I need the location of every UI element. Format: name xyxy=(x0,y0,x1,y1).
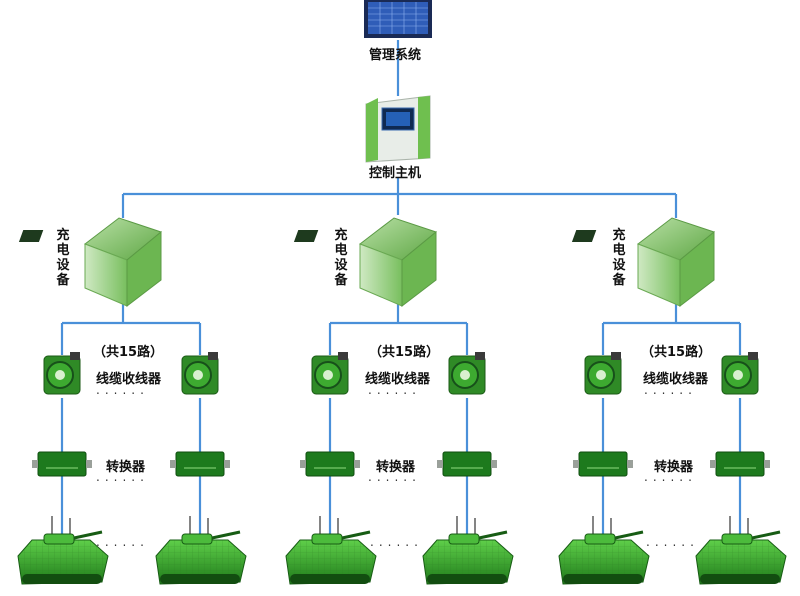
converter-icon-2-2 xyxy=(437,451,497,477)
ellipsis-converter-2: ...... xyxy=(368,470,421,484)
armored-vehicle-icon-1-1 xyxy=(17,516,109,585)
ellipsis-converter-3: ...... xyxy=(644,470,697,484)
converter-icon-3-2 xyxy=(710,451,770,477)
charging-device-icon-3 xyxy=(571,217,716,308)
cable-reel-icon-3-2 xyxy=(721,352,759,395)
branch-group-2 xyxy=(285,217,514,585)
armored-vehicle-icon-2-1 xyxy=(285,516,377,585)
ellipsis-converter-1: ...... xyxy=(96,470,149,484)
converter-icon-2-1 xyxy=(300,451,360,477)
branch-group-1 xyxy=(17,217,247,585)
converter-icon-3-1 xyxy=(573,451,633,477)
channel-count-label-1: （共15路） xyxy=(93,345,164,360)
charging-device-icon-1 xyxy=(18,217,163,308)
cable-reel-icon-1-1 xyxy=(43,352,81,395)
charging-device-icon-2 xyxy=(293,217,438,308)
cable-reel-icon-3-1 xyxy=(584,352,622,395)
armored-vehicle-icon-2-2 xyxy=(422,516,514,585)
ellipsis-vehicle-3: ...... xyxy=(646,535,699,549)
management-system-label: 管理系统 xyxy=(369,48,422,63)
groups-layer xyxy=(17,217,787,585)
ellipsis-reel-2: ...... xyxy=(368,383,421,397)
cable-reel-icon-2-2 xyxy=(448,352,486,395)
ellipsis-reel-3: ...... xyxy=(644,383,697,397)
controller-host-icon xyxy=(365,95,431,163)
ellipsis-vehicle-1: ...... xyxy=(96,535,149,549)
cable-reel-label-2: 线缆收线器 xyxy=(365,372,431,387)
channel-count-label-2: （共15路） xyxy=(369,345,440,360)
cable-reel-label-1: 线缆收线器 xyxy=(96,372,162,387)
converter-label-1: 转换器 xyxy=(106,460,146,475)
charging-device-label-1: 充电设备 xyxy=(56,228,70,288)
charging-device-label-2: 充电设备 xyxy=(334,228,348,288)
armored-vehicle-icon-3-1 xyxy=(558,516,650,585)
cable-reel-label-3: 线缆收线器 xyxy=(643,372,709,387)
armored-vehicle-icon-3-2 xyxy=(695,516,787,585)
branch-group-3 xyxy=(558,217,787,585)
cable-reel-icon-2-1 xyxy=(311,352,349,395)
management-monitor-icon xyxy=(364,0,432,38)
cable-reel-icon-1-2 xyxy=(181,352,219,395)
connection-lines xyxy=(121,40,678,218)
controller-host-label: 控制主机 xyxy=(369,166,422,181)
channel-count-label-3: （共15路） xyxy=(641,345,712,360)
converter-icon-1-1 xyxy=(32,451,92,477)
ellipsis-vehicle-2: ...... xyxy=(370,535,423,549)
charging-device-label-3: 充电设备 xyxy=(612,228,626,288)
converter-label-3: 转换器 xyxy=(654,460,694,475)
ellipsis-reel-1: ...... xyxy=(96,383,149,397)
converter-icon-1-2 xyxy=(170,451,230,477)
armored-vehicle-icon-1-2 xyxy=(155,516,247,585)
converter-label-2: 转换器 xyxy=(376,460,416,475)
